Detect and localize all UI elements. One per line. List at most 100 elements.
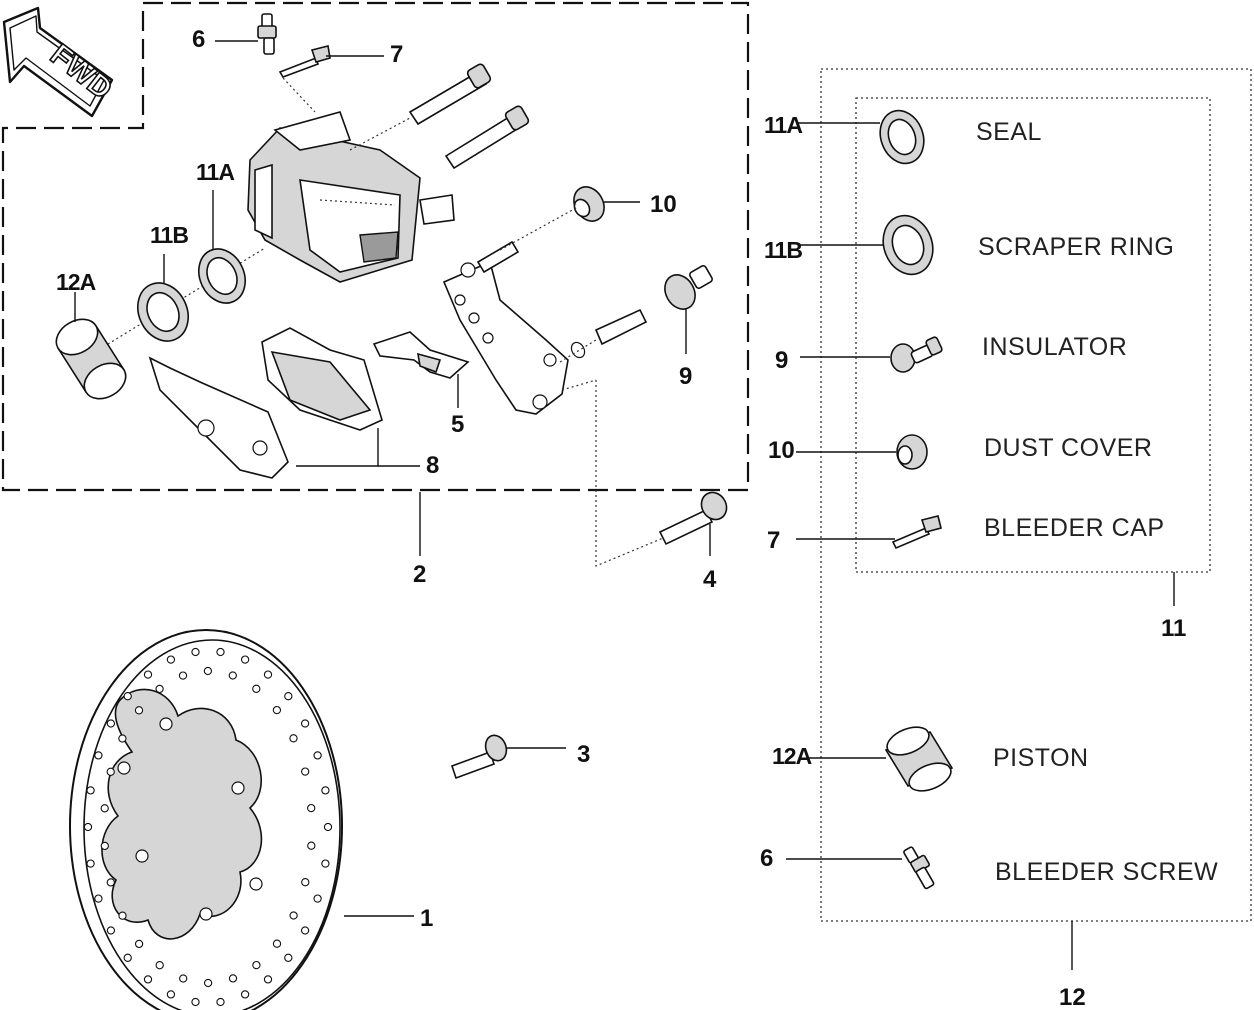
- caliper-body-part: [247, 111, 455, 283]
- dust-cover-icon: [896, 434, 928, 470]
- insulator-part: [594, 265, 713, 346]
- legend-ref-10: 10: [768, 437, 795, 464]
- disc-vent-hole: [118, 734, 127, 743]
- disc-vent-hole: [240, 990, 250, 999]
- disc-vent-hole: [228, 671, 237, 680]
- disc-vent-hole: [289, 734, 298, 743]
- callout-8: 8: [426, 452, 439, 479]
- disc-vent-hole: [106, 719, 116, 728]
- disc-vent-hole: [252, 684, 261, 693]
- piston-icon: [884, 726, 954, 792]
- legend-ref-7: 7: [767, 527, 780, 554]
- legend-name-dust-cover: DUST COVER: [984, 434, 1152, 462]
- callout-7-top: 7: [390, 41, 403, 68]
- disc-vent-holes: [83, 647, 333, 1007]
- callout-4: 4: [703, 566, 717, 593]
- disc-vent-hole: [191, 997, 200, 1007]
- disc-vent-hole: [263, 670, 273, 679]
- slide-pin-lower: [444, 105, 530, 170]
- disc-vent-hole: [178, 671, 188, 680]
- disc-vent-hole: [155, 684, 164, 694]
- legend-ref-12a: 12A: [772, 743, 812, 769]
- disc-vent-hole: [155, 961, 164, 970]
- dust-cover-part: [573, 186, 605, 222]
- caliper-assembly-boundary: [1, 1, 750, 492]
- bleeder-screw-icon: [903, 846, 935, 890]
- legend-name-bleeder-cap: BLEEDER CAP: [984, 514, 1165, 542]
- disc-vent-hole: [118, 911, 127, 920]
- disc-vent-hole: [313, 894, 322, 903]
- mounting-bolt-part: [658, 491, 728, 546]
- disc-vent-hole: [166, 655, 176, 664]
- disc-vent-hole: [300, 719, 310, 728]
- legend-ref-9: 9: [775, 347, 788, 374]
- callout-11b-left: 11B: [150, 222, 188, 248]
- disc-vent-hole: [94, 894, 103, 903]
- disc-vent-hole: [106, 878, 115, 887]
- kit-12-number: 12: [1059, 984, 1086, 1010]
- brake-pad-outer: [148, 356, 289, 479]
- scraper-ring-icon: [882, 214, 934, 276]
- bleeder-cap-icon: [891, 515, 942, 550]
- disc-vent-hole: [106, 926, 116, 935]
- slide-pin-upper: [408, 63, 492, 126]
- disc-vent-hole: [143, 975, 153, 984]
- disc-vent-hole: [203, 666, 213, 676]
- insulator-icon: [890, 336, 943, 373]
- seal-icon: [879, 109, 925, 165]
- disc-vent-hole: [143, 670, 153, 679]
- disc-vent-hole: [134, 939, 144, 949]
- disc-vent-hole: [252, 960, 261, 970]
- disc-vent-hole: [307, 803, 316, 813]
- legend-name-insulator: INSULATOR: [982, 333, 1127, 361]
- disc-vent-hole: [272, 705, 282, 715]
- caliper-bracket-part: [442, 240, 569, 415]
- legend-name-scraper-ring: SCRAPER RING: [978, 233, 1174, 261]
- disc-vent-hole: [216, 997, 225, 1007]
- disc-vent-hole: [94, 751, 103, 760]
- disc-vent-hole: [284, 692, 293, 701]
- scraper-ring-part-11b: [137, 282, 189, 342]
- disc-vent-hole: [289, 911, 298, 920]
- legend-ref-11a: 11A: [764, 112, 802, 138]
- disc-vent-hole: [300, 926, 310, 935]
- disc-vent-hole: [106, 767, 115, 776]
- pad-spring-part: [372, 331, 470, 379]
- disc-bolt-part: [450, 734, 508, 780]
- disc-vent-hole: [134, 706, 144, 715]
- disc-vent-hole: [123, 692, 132, 701]
- disc-vent-hole: [301, 878, 310, 887]
- disc-vent-hole: [86, 786, 95, 795]
- disc-vent-hole: [203, 978, 213, 988]
- forward-arrow-icon: [2, 6, 114, 118]
- callout-3: 3: [577, 741, 590, 768]
- brake-disc-part: [69, 629, 343, 1010]
- callout-11a-left: 11A: [196, 159, 234, 185]
- legend-ref-6: 6: [760, 845, 773, 872]
- callout-9-bracket: 9: [679, 363, 692, 390]
- disc-vent-hole: [272, 939, 282, 948]
- disc-vent-hole: [263, 975, 273, 984]
- disc-vent-hole: [307, 841, 316, 850]
- bleeder-screw-part: [257, 13, 277, 55]
- disc-vent-hole: [100, 841, 109, 851]
- disc-vent-hole: [179, 974, 188, 983]
- disc-vent-hole: [301, 767, 310, 776]
- kit-12-boundary: [820, 68, 1252, 922]
- disc-vent-hole: [323, 822, 333, 832]
- disc-vent-hole: [228, 974, 238, 983]
- legend-name-seal: SEAL: [976, 118, 1042, 146]
- disc-vent-hole: [313, 751, 322, 760]
- disc-vent-hole: [321, 859, 330, 868]
- kit-11-boundary: [855, 97, 1211, 573]
- callout-10-bracket: 10: [650, 191, 677, 218]
- disc-vent-hole: [100, 804, 109, 813]
- disc-vent-hole: [284, 953, 293, 962]
- legend-name-piston: PISTON: [993, 744, 1089, 772]
- callout-5: 5: [451, 411, 464, 438]
- disc-vent-hole: [240, 655, 250, 664]
- callout-6-top: 6: [192, 26, 205, 53]
- disc-vent-hole: [83, 822, 93, 832]
- callout-2: 2: [413, 561, 426, 588]
